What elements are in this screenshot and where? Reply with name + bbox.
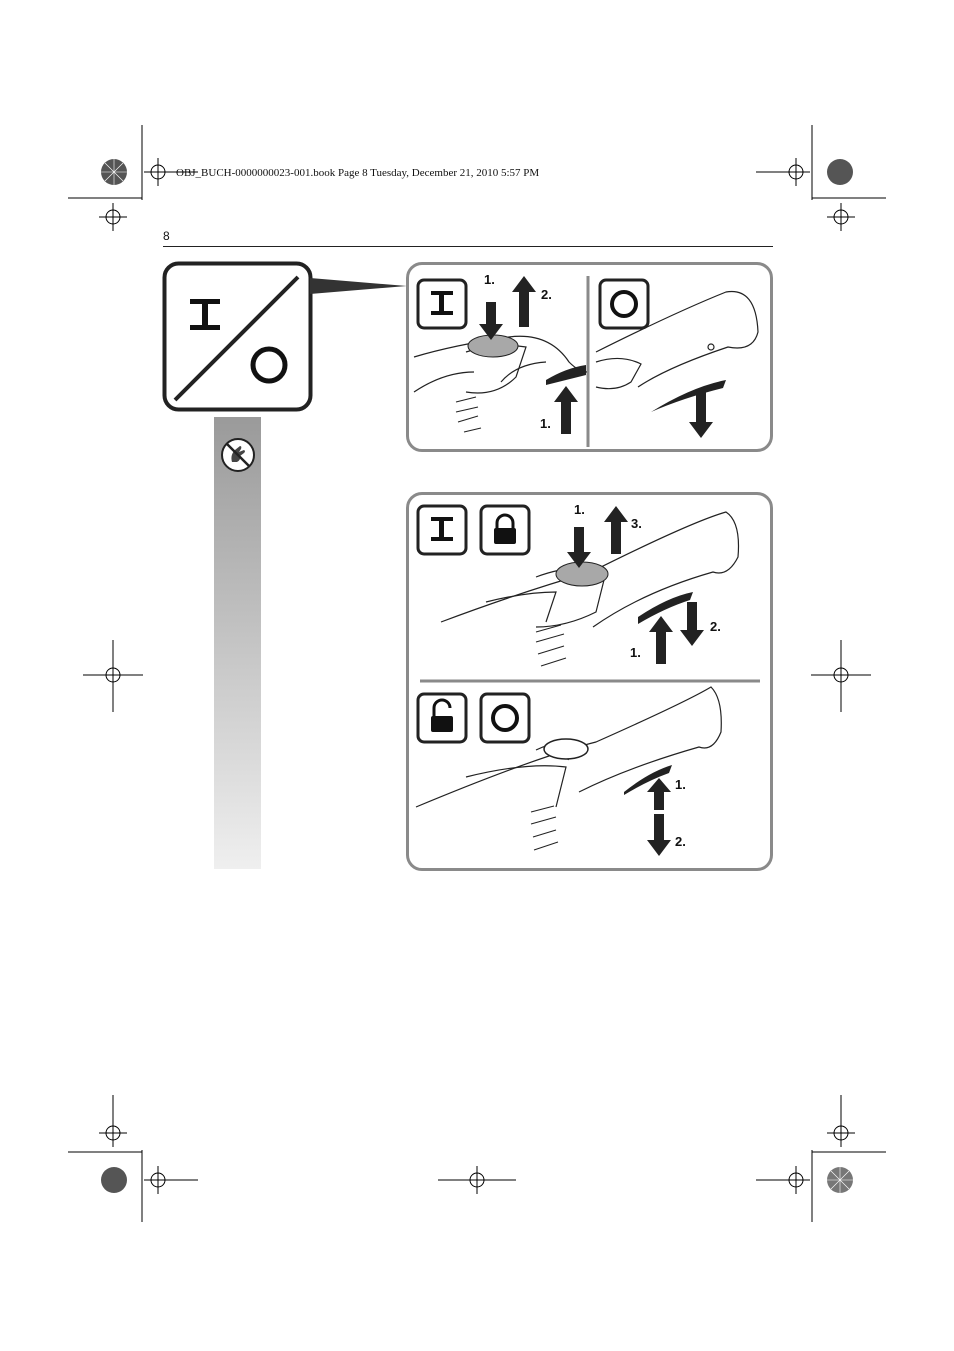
step-label: 2. xyxy=(675,834,686,849)
arrow-up-icon xyxy=(647,778,671,810)
step-label: 1. xyxy=(574,502,585,517)
page-number: 8 xyxy=(163,229,170,243)
step-label: 3. xyxy=(631,516,642,531)
arrow-down-icon xyxy=(680,602,704,646)
step-label: 1. xyxy=(484,272,495,287)
step-label: 2. xyxy=(710,619,721,634)
step-label: 1. xyxy=(630,645,641,660)
arrow-up-icon xyxy=(554,386,578,434)
step-label: 2. xyxy=(541,287,552,302)
arrow-down-icon xyxy=(689,392,713,438)
switch-button xyxy=(467,334,519,358)
no-hand-touch-icon xyxy=(221,438,255,472)
panel-top-drawing xyxy=(413,276,759,447)
file-info-line: OBJ_BUCH-0000000023-001.book Page 8 Tues… xyxy=(176,167,540,179)
sidebar-gradient xyxy=(214,417,261,869)
switch-button xyxy=(555,561,609,587)
header-rule xyxy=(163,246,773,247)
pointer-wedge xyxy=(310,278,407,294)
step-label: 1. xyxy=(540,416,551,431)
arrow-down-icon xyxy=(647,814,671,856)
arrow-up-icon xyxy=(649,616,673,664)
arrow-up-icon xyxy=(604,506,628,554)
panel-bottom-drawing xyxy=(415,504,760,856)
step-label: 1. xyxy=(675,777,686,792)
on-off-switch-icon xyxy=(162,261,313,412)
arrow-down-icon xyxy=(479,302,503,340)
arrow-up-icon xyxy=(512,276,536,327)
arrow-down-icon xyxy=(567,527,591,568)
